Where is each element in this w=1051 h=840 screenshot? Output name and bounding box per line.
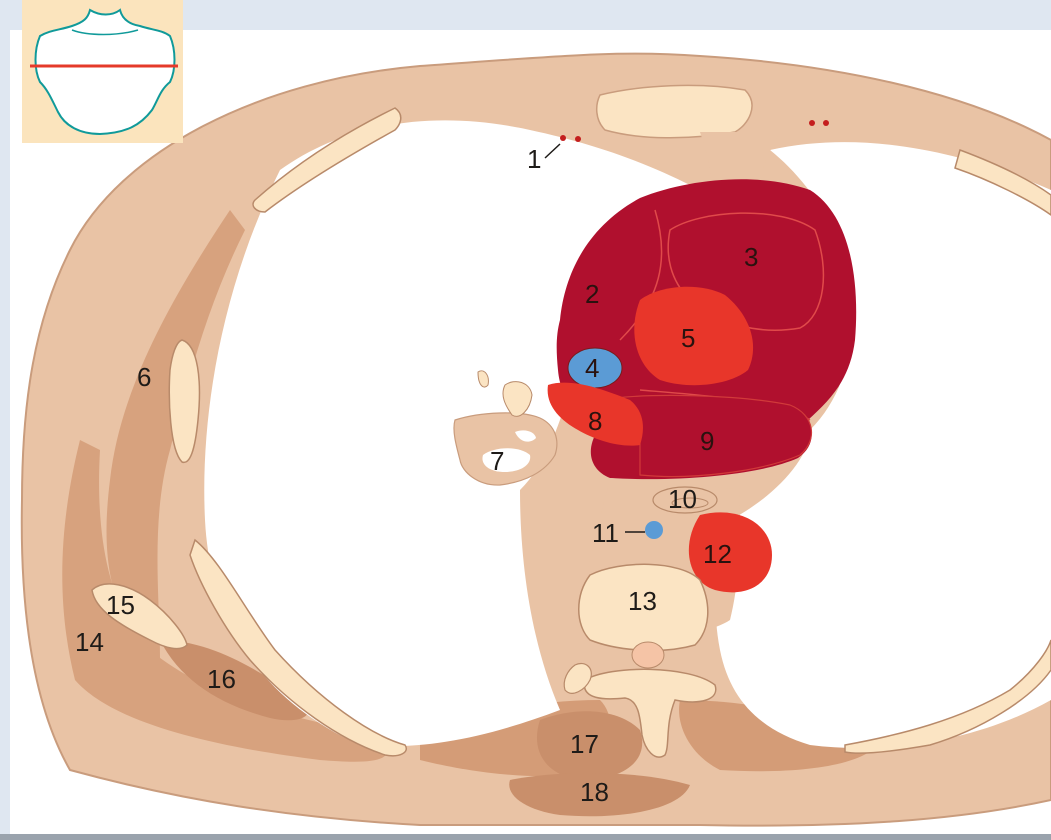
label-16: 16 <box>207 664 236 694</box>
label-12: 12 <box>703 539 732 569</box>
internal-thoracic-vessel <box>560 135 566 141</box>
azygos-vein <box>645 521 663 539</box>
label-13: 13 <box>628 586 657 616</box>
label-14: 14 <box>75 627 104 657</box>
label-3: 3 <box>744 242 758 272</box>
internal-thoracic-vessel <box>809 120 815 126</box>
rib-lateral-right <box>169 340 199 462</box>
label-18: 18 <box>580 777 609 807</box>
internal-thoracic-vessel <box>575 136 581 142</box>
label-9: 9 <box>700 426 714 456</box>
label-17: 17 <box>570 729 599 759</box>
label-2: 2 <box>585 279 599 309</box>
label-1: 1 <box>527 144 541 174</box>
label-4: 4 <box>585 353 599 383</box>
label-11: 11 <box>592 518 619 548</box>
orientation-inset <box>22 0 183 143</box>
label-10: 10 <box>668 484 697 514</box>
label-15: 15 <box>106 590 135 620</box>
spinal-cord <box>632 642 664 668</box>
sternum <box>597 85 752 137</box>
label-7: 7 <box>490 446 504 476</box>
internal-thoracic-vessel <box>823 120 829 126</box>
label-5: 5 <box>681 323 695 353</box>
label-8: 8 <box>588 406 602 436</box>
label-6: 6 <box>137 362 151 392</box>
